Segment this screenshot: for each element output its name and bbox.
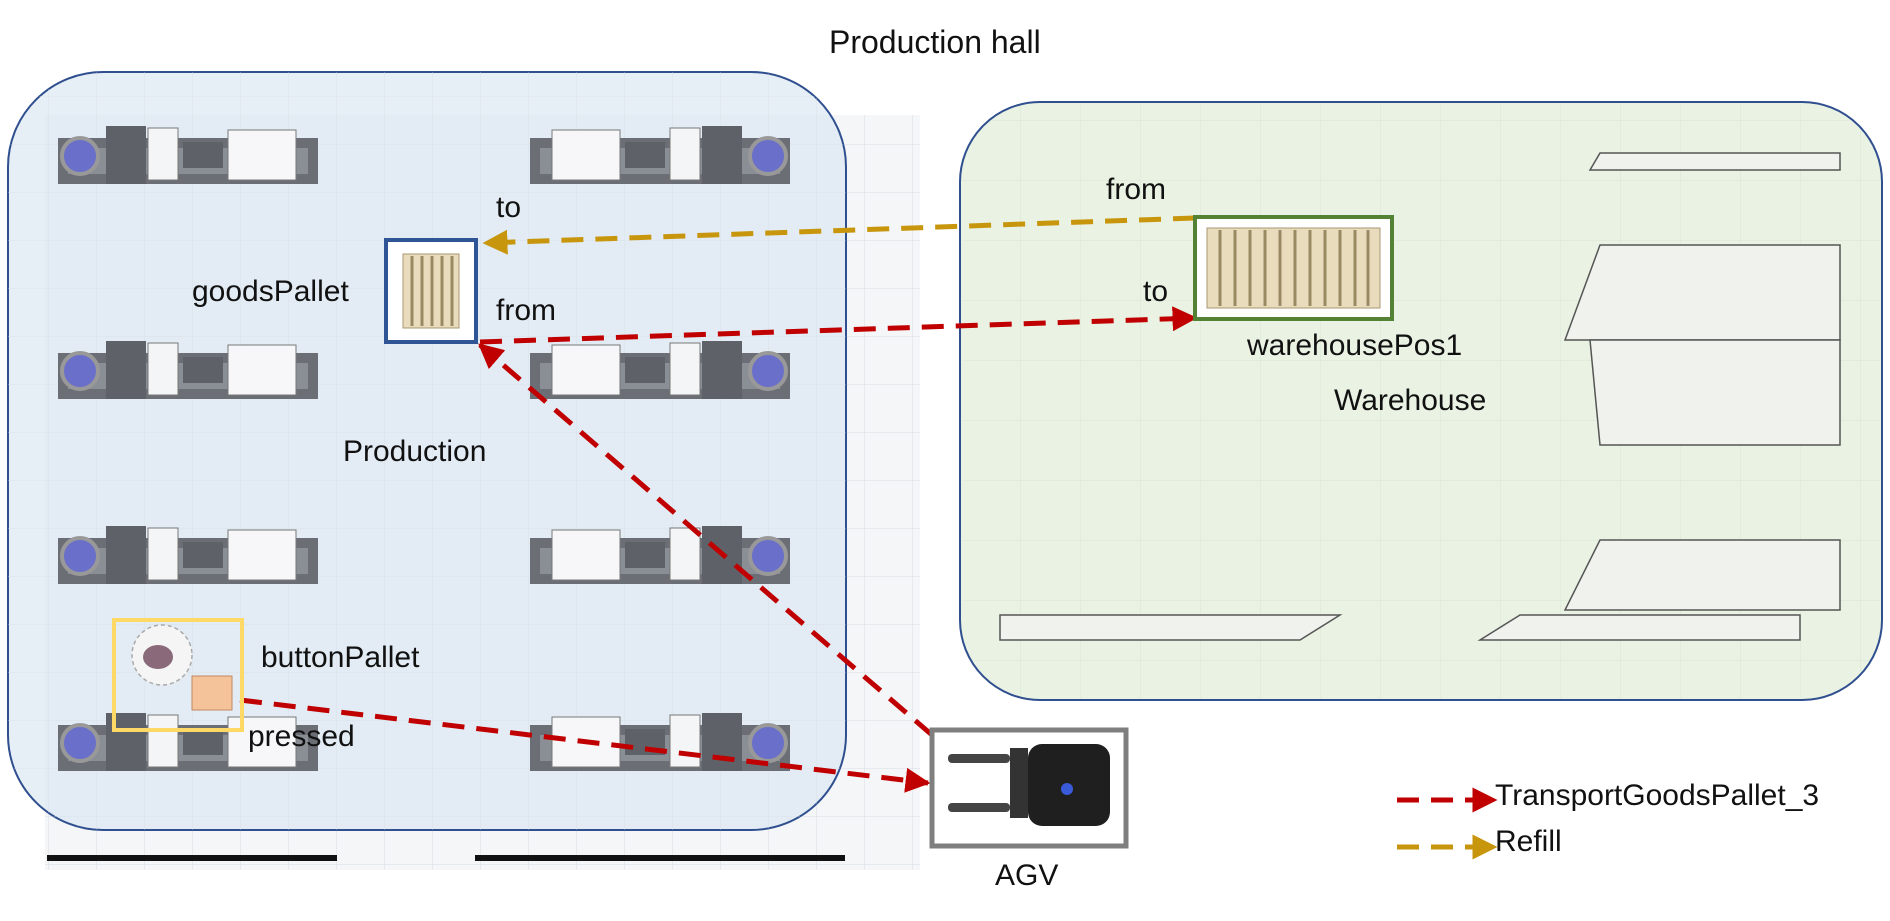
edge-label-from: from bbox=[496, 294, 556, 327]
pallet-icon bbox=[410, 256, 454, 326]
transport-arrow-to-warehouse bbox=[479, 306, 1198, 345]
legend bbox=[1397, 787, 1498, 860]
legend-refill-label: Refill bbox=[1495, 825, 1562, 858]
diagram-title: Production hall bbox=[829, 24, 1041, 60]
refill-arrow bbox=[482, 215, 1196, 255]
pallet-icon bbox=[191, 675, 233, 711]
rack-icon bbox=[999, 152, 1841, 641]
production-label: Production bbox=[343, 435, 487, 468]
button-pallet-node[interactable] bbox=[112, 618, 244, 732]
edge-label-from: from bbox=[1106, 173, 1166, 206]
conveyor-rail bbox=[475, 855, 845, 861]
pallet-icon bbox=[1218, 230, 1370, 306]
agv-label: AGV bbox=[995, 859, 1059, 892]
edge-label-pressed: pressed bbox=[248, 720, 355, 753]
warehouse-pos-label: warehousePos1 bbox=[1247, 329, 1463, 362]
goods-pallet-label: goodsPallet bbox=[192, 275, 349, 308]
warehouse-pos-node[interactable] bbox=[1193, 215, 1394, 321]
legend-transport-label: TransportGoodsPallet_3 bbox=[1495, 779, 1820, 812]
edge-label-to: to bbox=[1143, 275, 1169, 308]
warehouse-label: Warehouse bbox=[1334, 384, 1487, 417]
conveyor-rail bbox=[47, 855, 337, 861]
goods-pallet-node[interactable] bbox=[384, 238, 478, 344]
agv-node[interactable] bbox=[929, 727, 1129, 849]
transport-arrow-button-to-agv bbox=[239, 697, 931, 793]
button-pallet-label: buttonPallet bbox=[261, 641, 420, 674]
edge-label-to: to bbox=[496, 191, 522, 224]
transport-arrow-agv-to-goods bbox=[478, 343, 934, 737]
